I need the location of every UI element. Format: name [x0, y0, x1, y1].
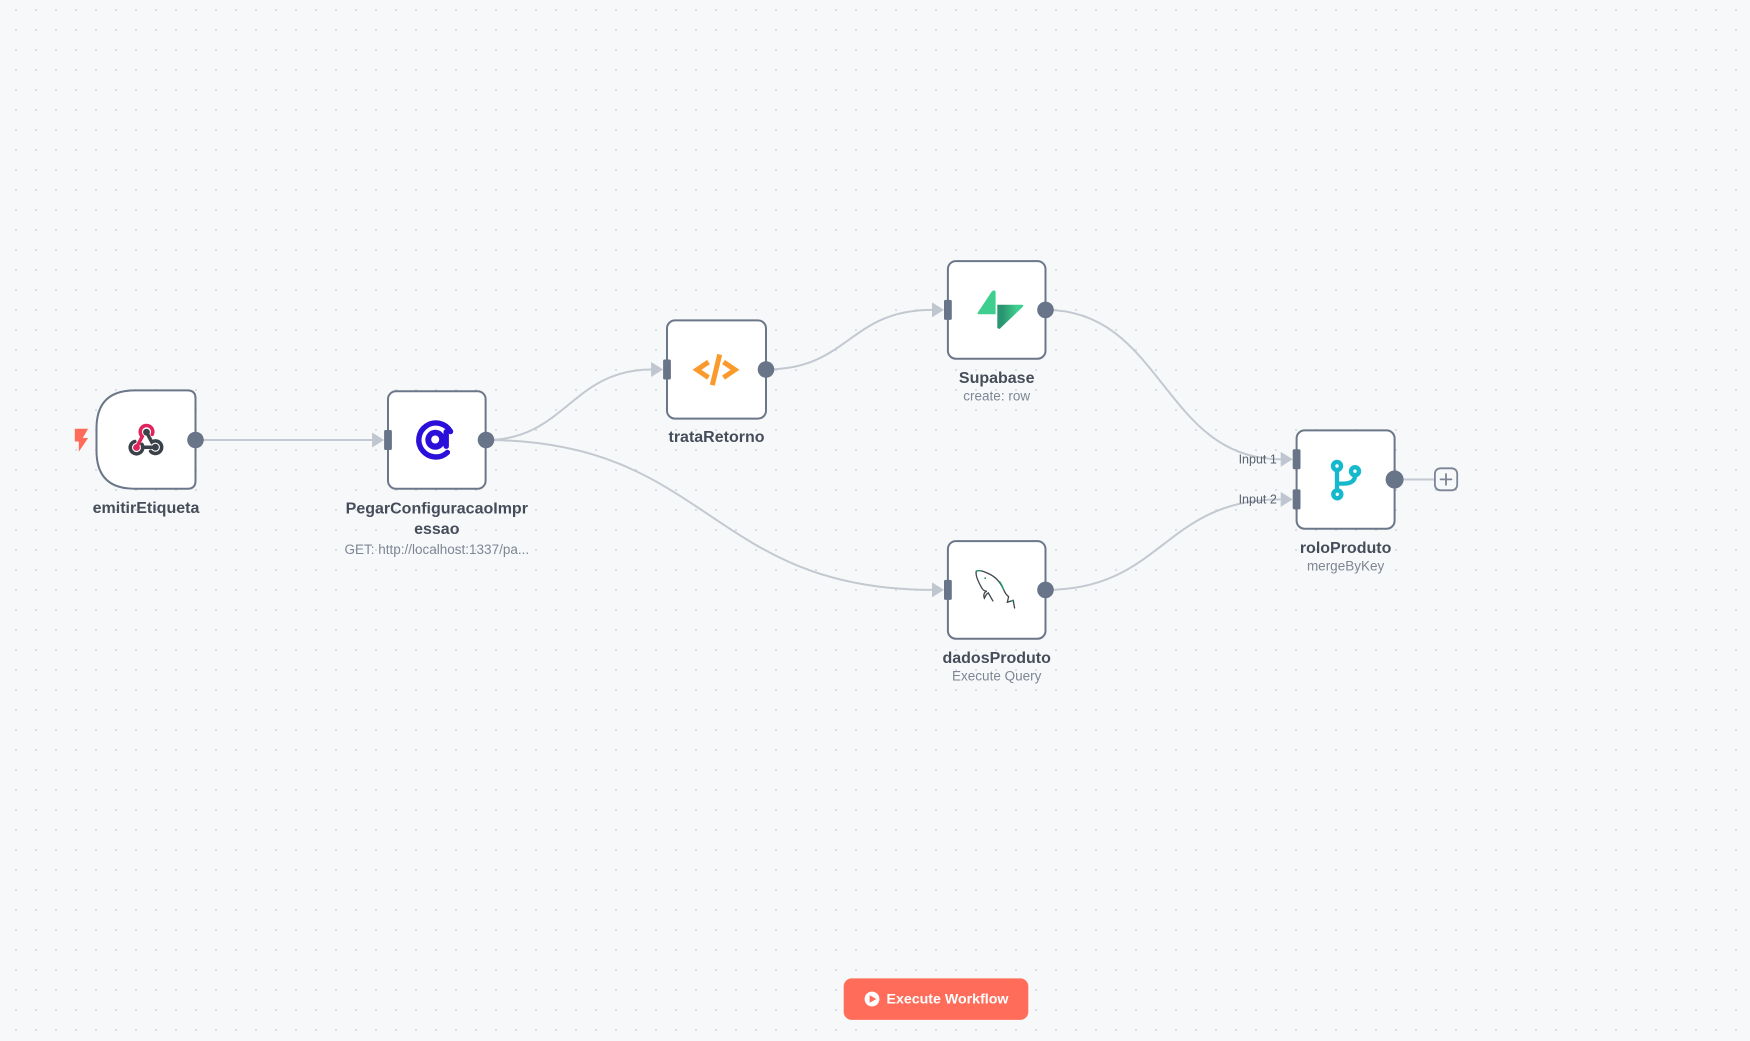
svg-text:Execute Workflow: Execute Workflow [887, 992, 1010, 1008]
svg-text:Input 2: Input 2 [1239, 493, 1277, 507]
svg-text:Supabase: Supabase [959, 370, 1035, 387]
svg-text:trataRetorno: trataRetorno [668, 429, 764, 446]
svg-text:emitirEtiqueta: emitirEtiqueta [93, 500, 200, 517]
svg-text:create: row: create: row [963, 389, 1030, 404]
svg-text:dadosProduto: dadosProduto [942, 650, 1051, 667]
svg-text:GET: http://localhost:1337/pa.: GET: http://localhost:1337/pa... [344, 542, 529, 557]
svg-text:PegarConfiguracaoImpr: PegarConfiguracaoImpr [346, 500, 528, 517]
svg-text:mergeByKey: mergeByKey [1307, 559, 1385, 574]
svg-text:Execute Query: Execute Query [952, 669, 1042, 684]
svg-text:Input 1: Input 1 [1239, 453, 1277, 467]
svg-text:essao: essao [414, 521, 460, 538]
svg-text:roloProduto: roloProduto [1300, 540, 1392, 557]
